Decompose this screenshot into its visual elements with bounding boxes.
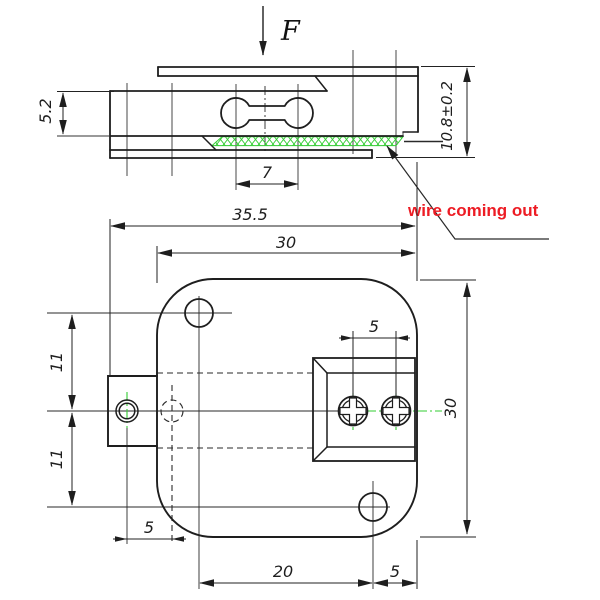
force-label: F [280,16,301,47]
side-view: F [36,6,475,190]
step-chamfer-bottom [201,135,217,151]
plan-view: 35.5 30 11 11 5 5 [47,162,476,589]
wire-label: wire coming out [407,201,539,220]
dim-body-height: 30 [420,279,476,538]
dim-hole-pitch: 20 5 [199,540,418,589]
dim-11-bottom-label: 11 [47,449,66,469]
top-plate [157,66,419,77]
side-tab [107,375,184,447]
strain-gauge-hatch [210,136,405,147]
step-chamfer-top [314,75,328,92]
dim-hole-offsets: 11 11 [47,314,76,506]
tab-hole-outer [115,399,139,423]
dim-5-2-label: 5.2 [36,98,55,123]
dim-slot-width: 7 [235,163,299,188]
dim-30-right-label: 30 [441,398,460,418]
bottom-plate [109,149,373,159]
dim-5-edge-label: 5 [390,562,400,581]
flex-slot [220,97,314,129]
mounting-hole-bottom [358,492,388,522]
dim-terminal-pitch: 5 [339,317,410,396]
dim-overall-width: 35.5 [109,162,418,376]
screw-left [337,395,369,427]
plan-body-outline [156,278,418,538]
plan-centerlines [47,296,442,589]
dim-5-tab-label: 5 [144,518,154,537]
wire-callout: wire coming out [386,145,549,240]
terminal-block-outer [312,357,416,462]
hidden-hole [160,399,184,423]
dim-body-width: 30 [156,233,416,283]
wire-leader-line [386,145,549,240]
terminal-block [312,357,416,462]
dim-10-8-label: 10.8±0.2 [438,81,456,151]
dim-11-top-label: 11 [47,352,66,372]
dim-20-label: 20 [273,562,293,581]
body-profile [57,66,419,159]
dim-30-top-label: 30 [276,233,296,252]
screw-cross-left [339,397,367,425]
dim-5-terminal-label: 5 [369,317,379,336]
dim-body-thickness: 5.2 [36,91,114,135]
dim-7-label: 7 [262,163,273,182]
screw-cross-right [382,397,410,425]
dim-tab-hole-pitch: 5 [113,518,186,542]
force-arrow: F [259,6,301,56]
dim-35-5-label: 35.5 [232,205,268,224]
tab-hole-inner [118,402,136,420]
screw-right [380,395,412,427]
mounting-hole-top [184,298,214,328]
